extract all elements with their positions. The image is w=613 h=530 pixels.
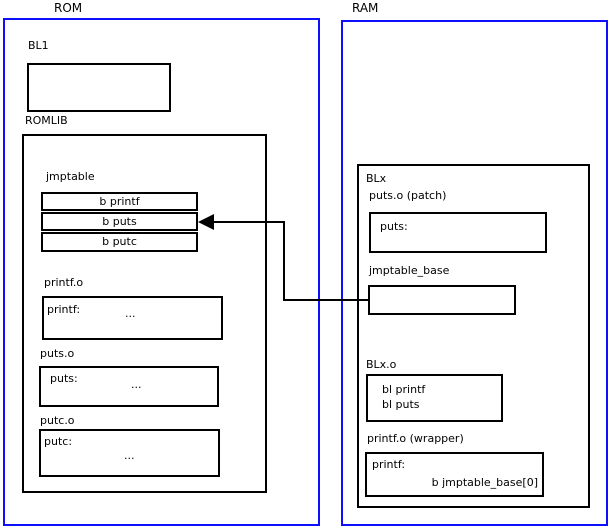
printf-wrapper-symbol: printf: bbox=[372, 458, 406, 471]
printf-wrapper-instr: b jmptable_base[0] bbox=[431, 476, 538, 489]
putc-o-box: putc: ... bbox=[39, 429, 220, 477]
putc-symbol: putc: bbox=[44, 435, 73, 448]
putc-o-label: putc.o bbox=[40, 414, 75, 427]
bl1-box bbox=[27, 63, 171, 112]
puts-patch-label: puts.o (patch) bbox=[369, 189, 447, 202]
putc-body-ellipsis: ... bbox=[124, 449, 135, 462]
puts-patch-symbol: puts: bbox=[380, 220, 408, 233]
romlib-label: ROMLIB bbox=[25, 114, 68, 127]
puts-symbol: puts: bbox=[50, 372, 78, 385]
blx-label: BLx bbox=[366, 172, 387, 185]
jmptable-entry-putc: b putc bbox=[41, 232, 198, 252]
printf-o-label: printf.o bbox=[44, 276, 84, 289]
jmptable-base-box bbox=[368, 285, 516, 315]
puts-patch-box: puts: bbox=[369, 212, 547, 253]
printf-wrapper-label: printf.o (wrapper) bbox=[367, 432, 464, 445]
printf-o-box: printf: ... bbox=[42, 296, 223, 340]
jmptable-base-label: jmptable_base bbox=[369, 264, 450, 277]
blx-o-instr-puts: bl puts bbox=[382, 398, 420, 411]
bl1-label: BL1 bbox=[28, 39, 49, 52]
printf-wrapper-box: printf: b jmptable_base[0] bbox=[365, 452, 544, 497]
jmptable-entry-puts: b puts bbox=[41, 212, 198, 231]
ram-label: RAM bbox=[352, 1, 379, 15]
rom-label: ROM bbox=[54, 1, 83, 15]
blx-o-label: BLx.o bbox=[366, 358, 397, 371]
printf-body-ellipsis: ... bbox=[125, 307, 136, 320]
puts-o-box: puts: ... bbox=[39, 366, 219, 407]
puts-o-label: puts.o bbox=[40, 347, 75, 360]
blx-o-box: bl printf bl puts bbox=[366, 374, 503, 422]
printf-symbol: printf: bbox=[47, 303, 81, 316]
jmptable-label: jmptable bbox=[46, 170, 95, 183]
puts-body-ellipsis: ... bbox=[131, 378, 142, 391]
blx-o-instr-printf: bl printf bbox=[382, 383, 426, 396]
jmptable-entry-printf: b printf bbox=[41, 192, 198, 211]
